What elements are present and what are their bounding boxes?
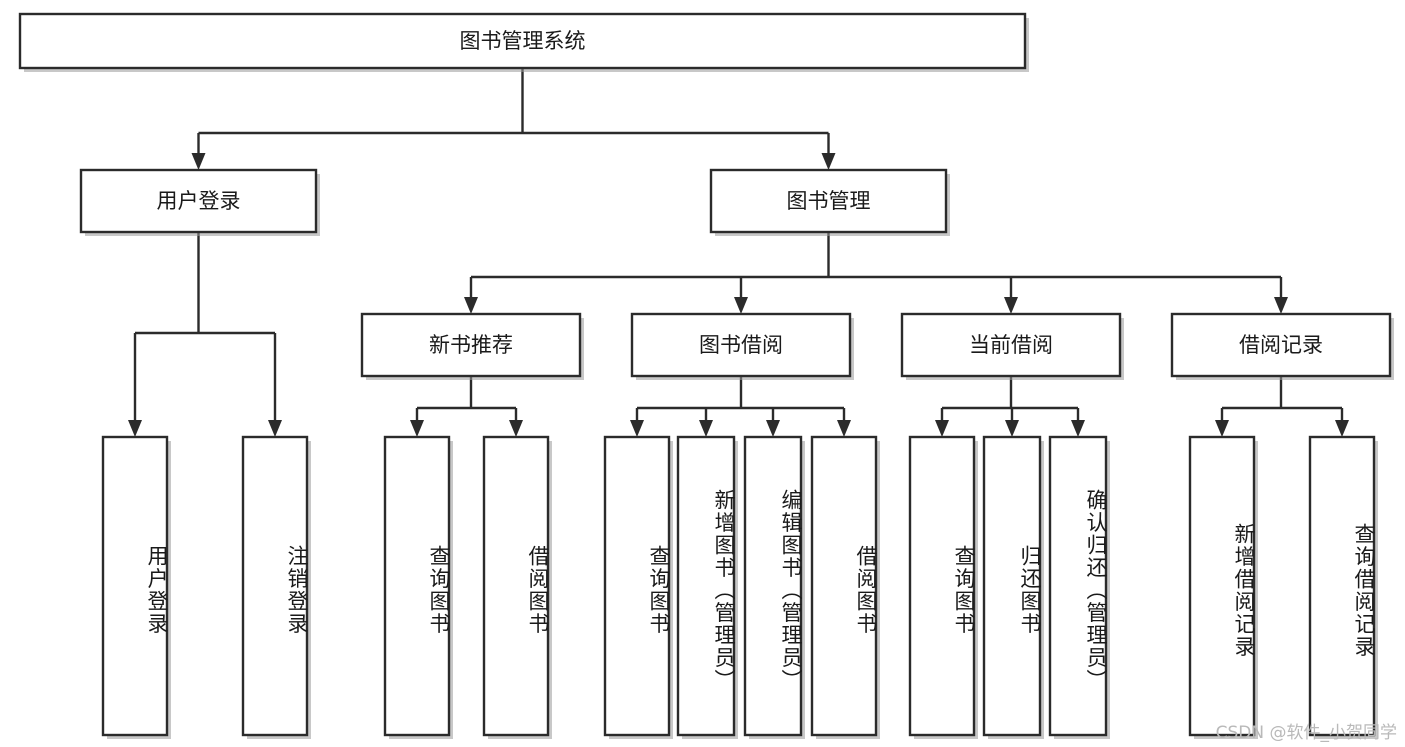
node-leaf-box-1[interactable] [241,435,309,737]
node-level3-label-0: 新书推荐 [429,333,513,357]
node-level3-label-3: 借阅记录 [1239,333,1323,357]
node-leaf-box-8[interactable] [908,435,976,737]
node-level3-box-0[interactable] [360,312,582,378]
node-level2-box-0[interactable] [79,168,318,234]
arrow-head-icon [410,420,424,437]
arrow-head-icon [1274,297,1288,314]
node-leaf-box-3[interactable] [482,435,550,737]
node-leaf-box-9[interactable] [982,435,1042,737]
arrow-head-icon [1215,420,1229,437]
node-level3-label-2: 当前借阅 [969,333,1053,357]
arrow-head-icon [935,420,949,437]
node-leaf-box-2[interactable] [383,435,451,737]
arrow-head-icon [509,420,523,437]
node-root-box[interactable] [18,12,1027,70]
node-leaf-box-5[interactable] [676,435,736,737]
box-layer [18,12,1394,739]
arrow-head-icon [1004,297,1018,314]
connector-layer [128,68,1349,437]
arrow-head-icon [1005,420,1019,437]
arrow-head-icon [268,420,282,437]
node-level3-box-1[interactable] [630,312,852,378]
arrow-head-icon [191,153,206,170]
node-leaf-box-6[interactable] [743,435,803,737]
node-level2-box-1[interactable] [709,168,948,234]
node-leaf-box-12[interactable] [1308,435,1376,737]
arrow-head-icon [699,420,713,437]
node-level2-label-1: 图书管理 [787,189,871,213]
arrow-head-icon [128,420,142,437]
arrow-head-icon [734,297,748,314]
node-level2-label-0: 用户登录 [157,189,241,213]
arrow-head-icon [1071,420,1085,437]
node-level3-box-2[interactable] [900,312,1122,378]
node-leaf-box-7[interactable] [810,435,878,737]
node-level3-label-1: 图书借阅 [699,333,783,357]
node-leaf-box-0[interactable] [101,435,169,737]
arrow-head-icon [821,153,836,170]
arrow-head-icon [464,297,478,314]
arrow-head-icon [837,420,851,437]
csdn-watermark: CSDN @软件_小贺同学 [1215,723,1397,743]
node-root-label: 图书管理系统 [460,29,586,53]
node-leaf-box-11[interactable] [1188,435,1256,737]
node-level3-box-3[interactable] [1170,312,1392,378]
arrow-head-icon [630,420,644,437]
node-leaf-box-10[interactable] [1048,435,1108,737]
node-leaf-box-4[interactable] [603,435,671,737]
arrow-head-icon [1335,420,1349,437]
arrow-head-icon [766,420,780,437]
